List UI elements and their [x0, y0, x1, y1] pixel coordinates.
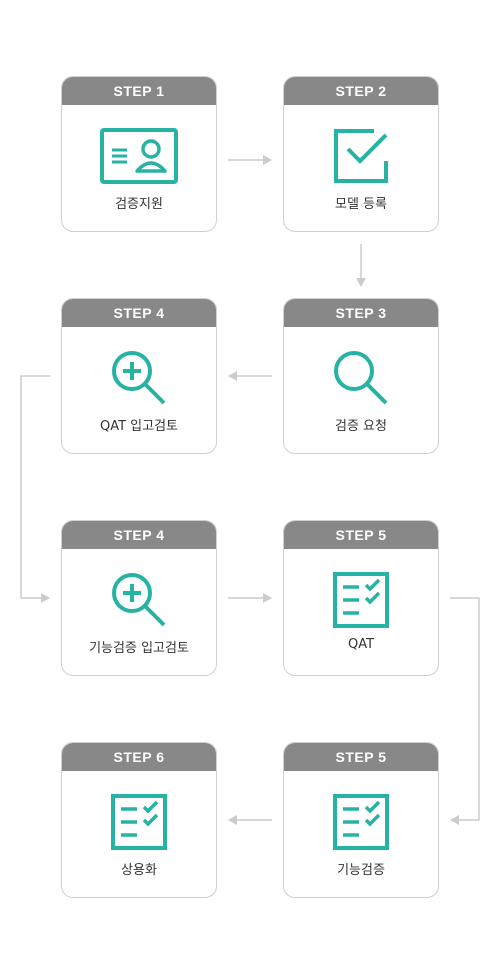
step-label: 검증지원 — [115, 197, 163, 212]
checklist-icon — [284, 571, 438, 629]
step-card-6: STEP 6 상용화 — [61, 742, 217, 898]
search-icon — [284, 349, 438, 407]
checklist-icon — [62, 793, 216, 851]
zoom-in-icon — [62, 571, 216, 629]
step-card-2: STEP 2 모델 등록 — [283, 76, 439, 232]
zoom-in-icon — [62, 349, 216, 407]
step-card-3: STEP 3 검증 요청 — [283, 298, 439, 454]
step-card-5b: STEP 5 기능검증 — [283, 742, 439, 898]
step-label: 상용화 — [121, 863, 157, 878]
step-number: STEP 4 — [62, 299, 216, 327]
step-label: 검증 요청 — [335, 419, 387, 434]
step-label: 모델 등록 — [335, 197, 387, 212]
arrow-step5-to-step5b — [450, 597, 480, 825]
step-label: 기능검증 — [337, 863, 385, 878]
step-number: STEP 4 — [62, 521, 216, 549]
step-number: STEP 2 — [284, 77, 438, 105]
arrow-step4-to-step4b — [20, 375, 50, 603]
step-label: 기능검증 입고검토 — [89, 641, 189, 656]
step-number: STEP 6 — [62, 743, 216, 771]
step-number: STEP 3 — [284, 299, 438, 327]
step-card-5: STEP 5 QAT — [283, 520, 439, 676]
step-number: STEP 5 — [284, 521, 438, 549]
checklist-icon — [284, 793, 438, 851]
step-number: STEP 1 — [62, 77, 216, 105]
step-card-4: STEP 4 QAT 입고검토 — [61, 298, 217, 454]
id-card-icon — [62, 127, 216, 185]
step-card-4b: STEP 4 기능검증 입고검토 — [61, 520, 217, 676]
step-label: QAT — [347, 637, 375, 652]
step-number: STEP 5 — [284, 743, 438, 771]
step-label: QAT 입고검토 — [99, 419, 179, 434]
checkbox-icon — [284, 127, 438, 185]
step-card-1: STEP 1 검증지원 — [61, 76, 217, 232]
